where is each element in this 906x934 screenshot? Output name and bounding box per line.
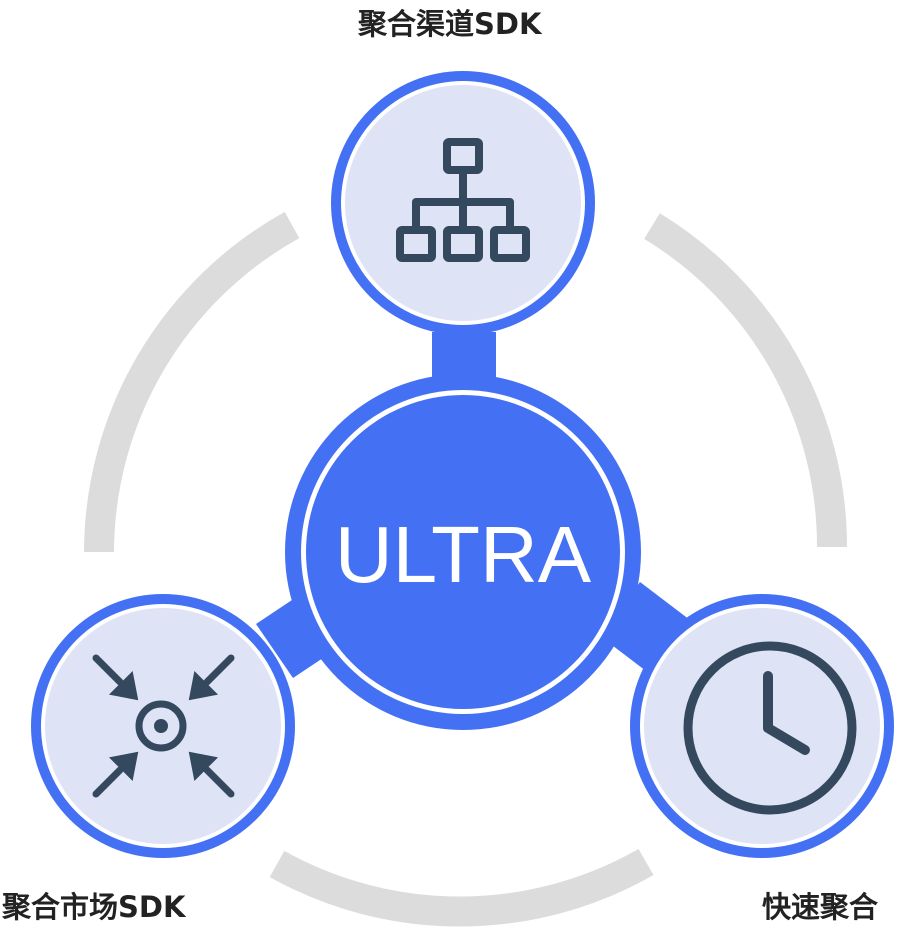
clock-icon <box>683 641 857 815</box>
hierarchy-icon <box>396 138 530 262</box>
node-left <box>31 594 295 858</box>
center-node: ULTRA <box>285 374 641 730</box>
converge-target-icon <box>92 654 235 798</box>
ring-segment-right <box>644 213 848 548</box>
connector-right <box>600 582 690 674</box>
center-label: ULTRA <box>335 510 592 599</box>
node-top-label: 聚合渠道SDK <box>358 7 542 41</box>
node-left-label: 聚合市场SDK <box>2 890 186 924</box>
ring-segment-bottom <box>269 848 654 927</box>
node-right-label: 快速聚合 <box>762 890 879 924</box>
node-right <box>630 594 894 858</box>
node-top <box>331 71 595 335</box>
ring-segment-left <box>84 211 300 553</box>
outer-ring <box>84 211 848 927</box>
